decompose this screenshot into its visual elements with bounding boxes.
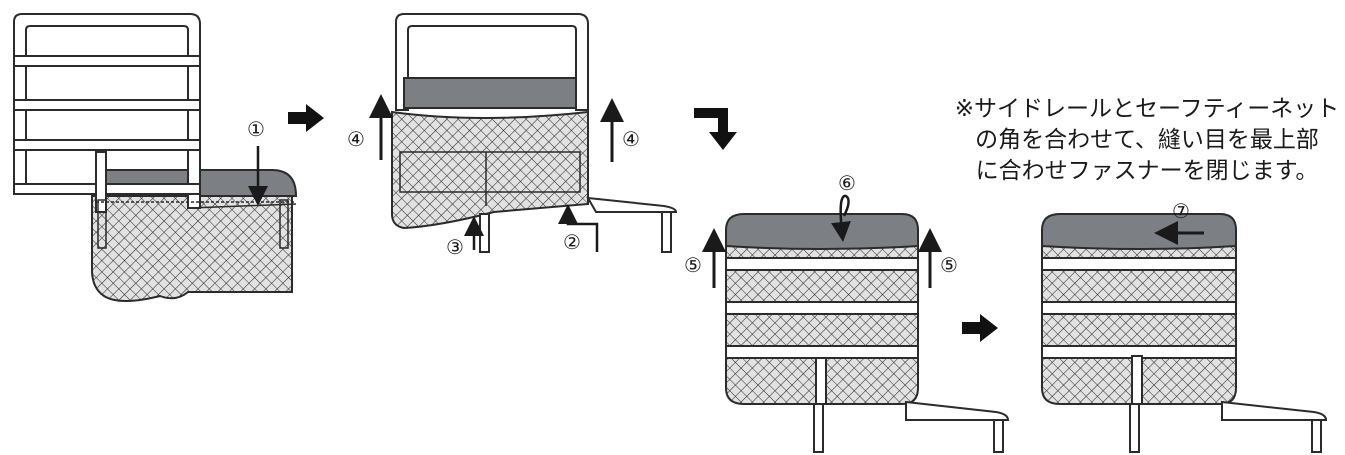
arrow-right-icon	[288, 104, 324, 132]
safety-net	[91, 195, 293, 302]
note-line-2: の角を合わせて、縫い目を最上部	[975, 127, 1319, 153]
step-2-arrow	[558, 204, 599, 252]
safety-net	[725, 241, 919, 405]
step-3-label: ③	[446, 235, 464, 259]
safety-net	[1041, 241, 1237, 405]
step-5-label-right: ⑤	[940, 253, 958, 277]
step-5-label-left: ⑤	[684, 253, 702, 277]
step-4-label-right: ④	[622, 127, 640, 151]
arrow-turn-down-icon	[694, 108, 737, 150]
panel-step-4: ⑦	[1041, 199, 1328, 453]
step-2-label: ②	[563, 230, 581, 254]
safety-net	[391, 110, 589, 230]
step-6-label: ⑥	[838, 171, 856, 195]
mattress-cover	[403, 77, 577, 109]
side-rail	[395, 13, 589, 111]
panel-step-1: ①	[13, 13, 298, 302]
step-7-label: ⑦	[1172, 199, 1190, 223]
step-4-label-left: ④	[347, 127, 365, 151]
note-line-3: に合わせファスナーを閉じます。	[975, 158, 1319, 184]
installation-note: ※サイドレールとセーフティーネット の角を合わせて、縫い目を最上部 に合わせファ…	[952, 94, 1342, 187]
step-1-label: ①	[247, 117, 265, 141]
panel-step-2: ④ ④ ③ ②	[347, 13, 678, 259]
mattress-cover	[725, 213, 919, 250]
note-line-1: ※サイドレールとセーフティーネット	[954, 96, 1340, 122]
side-rail	[13, 13, 201, 213]
panel-step-3: ⑤ ⑤ ⑥	[684, 171, 1010, 453]
mattress-cover	[1041, 213, 1237, 250]
step-6-arrow	[831, 194, 851, 242]
arrow-right-icon	[962, 314, 998, 342]
